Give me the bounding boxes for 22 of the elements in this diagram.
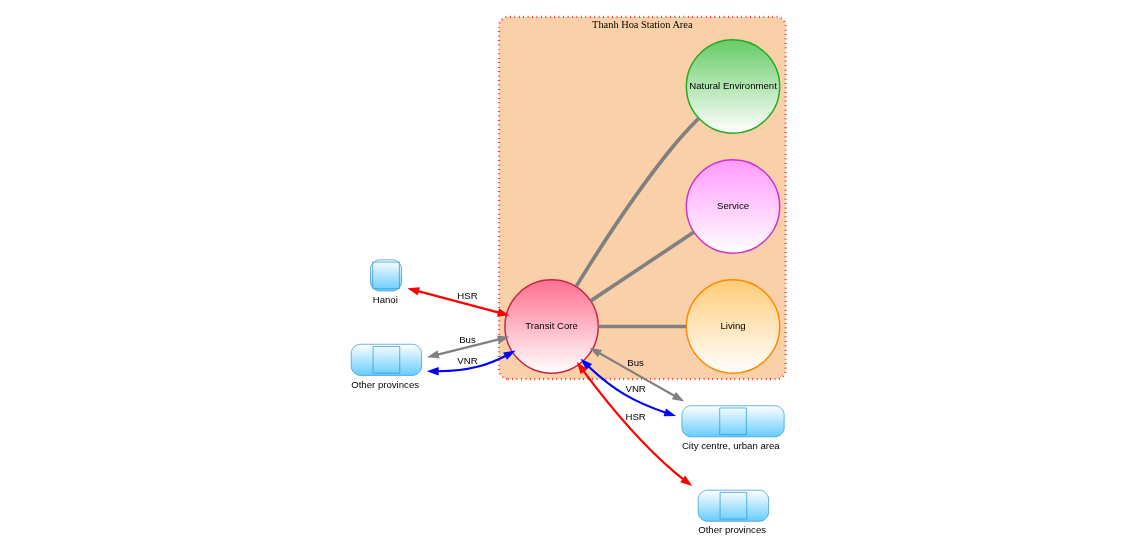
node-circle: Living bbox=[685, 279, 780, 374]
node-label: Other provinces bbox=[350, 378, 419, 390]
arrow bbox=[576, 362, 692, 487]
edge-label: Bus bbox=[458, 334, 476, 346]
arrow bbox=[426, 350, 516, 376]
edge-label: Bus bbox=[626, 357, 644, 369]
node-circle: Service bbox=[685, 159, 780, 254]
arrow bbox=[426, 335, 509, 359]
edge-label: HSR bbox=[456, 290, 478, 302]
node-label: City centre, urban area bbox=[681, 440, 780, 451]
node-circle: Natural Environment bbox=[685, 39, 780, 134]
connector bbox=[589, 230, 695, 303]
edge-label: VNR bbox=[624, 382, 646, 394]
arrow bbox=[406, 287, 509, 317]
node-label: Hanoi bbox=[372, 294, 398, 306]
arrow bbox=[589, 347, 684, 402]
edge-label: VNR bbox=[456, 354, 478, 366]
connector bbox=[574, 117, 700, 288]
connector bbox=[597, 324, 686, 329]
arrow bbox=[580, 358, 676, 417]
edge-label: HSR bbox=[624, 411, 646, 423]
node-label: Other provinces bbox=[697, 524, 766, 536]
